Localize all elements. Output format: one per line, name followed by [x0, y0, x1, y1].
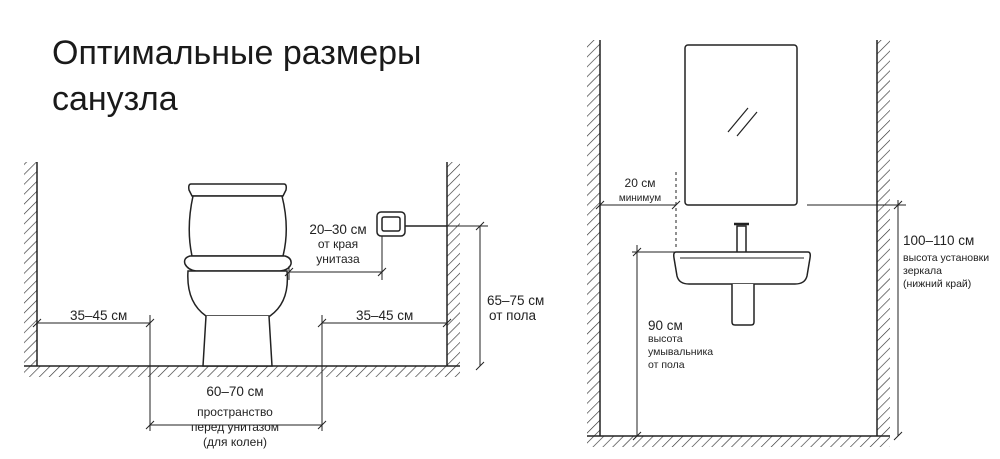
front-space-desc-3: (для колен) — [203, 435, 267, 449]
label-right-gap: 35–45 см — [356, 308, 414, 323]
title-line-1: Оптимальные размеры — [52, 34, 422, 72]
sink-pedestal — [731, 284, 755, 326]
dim-paper-distance — [284, 236, 387, 280]
paper-holder-inner — [381, 216, 401, 232]
sink-basin — [673, 251, 811, 285]
left-wall-hatch — [24, 162, 37, 366]
label-paper-distance: 20–30 см от края унитаза — [300, 222, 376, 267]
sink-right-wall-hatch — [877, 40, 890, 436]
label-left-gap: 35–45 см — [70, 308, 128, 323]
label-holder-height: 65–75 см от пола — [487, 293, 544, 323]
mirror-glare-2 — [736, 111, 758, 137]
paper-distance-value: 20–30 см — [309, 222, 367, 237]
sink-left-wall-hatch — [587, 40, 600, 436]
sink-scene — [587, 40, 906, 447]
front-space-desc-1: пространство — [197, 405, 273, 419]
front-space-value: 60–70 см — [206, 384, 264, 399]
sink-height-desc-3: от пола — [648, 359, 685, 371]
paper-distance-desc-1: от края — [317, 237, 359, 251]
right-wall-hatch — [447, 162, 460, 366]
dim-holder-height — [447, 221, 488, 371]
toilet-seat — [183, 255, 292, 272]
paper-holder — [376, 211, 447, 237]
mirror-height-value: 100–110 см — [903, 233, 975, 248]
page-title: Оптимальные размеры санузла — [52, 30, 421, 122]
holder-height-desc: от пола — [489, 308, 537, 323]
dim-sink-height — [632, 245, 676, 441]
toilet-tank-lid — [188, 183, 287, 197]
label-sink-height: 90 см высота умывальника от пола — [648, 318, 713, 372]
toilet-bowl — [187, 270, 289, 317]
mirror-height-desc-2: зеркала — [903, 265, 943, 277]
sink-floor-hatch — [587, 436, 890, 447]
faucet-body — [736, 225, 747, 255]
mirror-min-desc: минимум — [618, 193, 662, 204]
front-space-desc-2: перед унитазом — [190, 420, 280, 434]
dim-right-gap — [317, 315, 452, 431]
mirror-min-value: 20 см — [624, 176, 656, 190]
sink — [673, 222, 811, 326]
toilet-pedestal — [202, 315, 273, 367]
label-mirror-height: 100–110 см высота установки зеркала (ниж… — [903, 233, 989, 291]
mirror — [684, 44, 798, 206]
sink-height-value: 90 см — [648, 318, 683, 333]
title-line-2: санузла — [52, 80, 178, 118]
label-mirror-min: 20 см минимум — [612, 176, 668, 206]
toilet — [183, 183, 292, 367]
mirror-height-desc-1: высота установки — [903, 252, 990, 264]
mirror-frame — [684, 44, 798, 206]
toilet-scene — [24, 162, 488, 431]
sink-height-desc-2: умывальника — [648, 346, 714, 358]
dim-mirror-height — [807, 200, 906, 441]
floor-hatch — [24, 366, 460, 377]
dim-mirror-min — [595, 172, 681, 250]
mirror-glare-1 — [727, 107, 749, 133]
label-front-space: 60–70 см пространство перед унитазом (дл… — [180, 384, 290, 450]
paper-distance-desc-2: унитаза — [316, 252, 360, 266]
dim-front-space — [145, 420, 327, 430]
holder-height-value: 65–75 см — [487, 293, 545, 308]
mirror-height-desc-3: (нижний край) — [903, 278, 972, 290]
sink-height-desc-1: высота — [648, 333, 683, 345]
dim-left-gap — [32, 315, 155, 431]
toilet-tank — [188, 195, 287, 257]
